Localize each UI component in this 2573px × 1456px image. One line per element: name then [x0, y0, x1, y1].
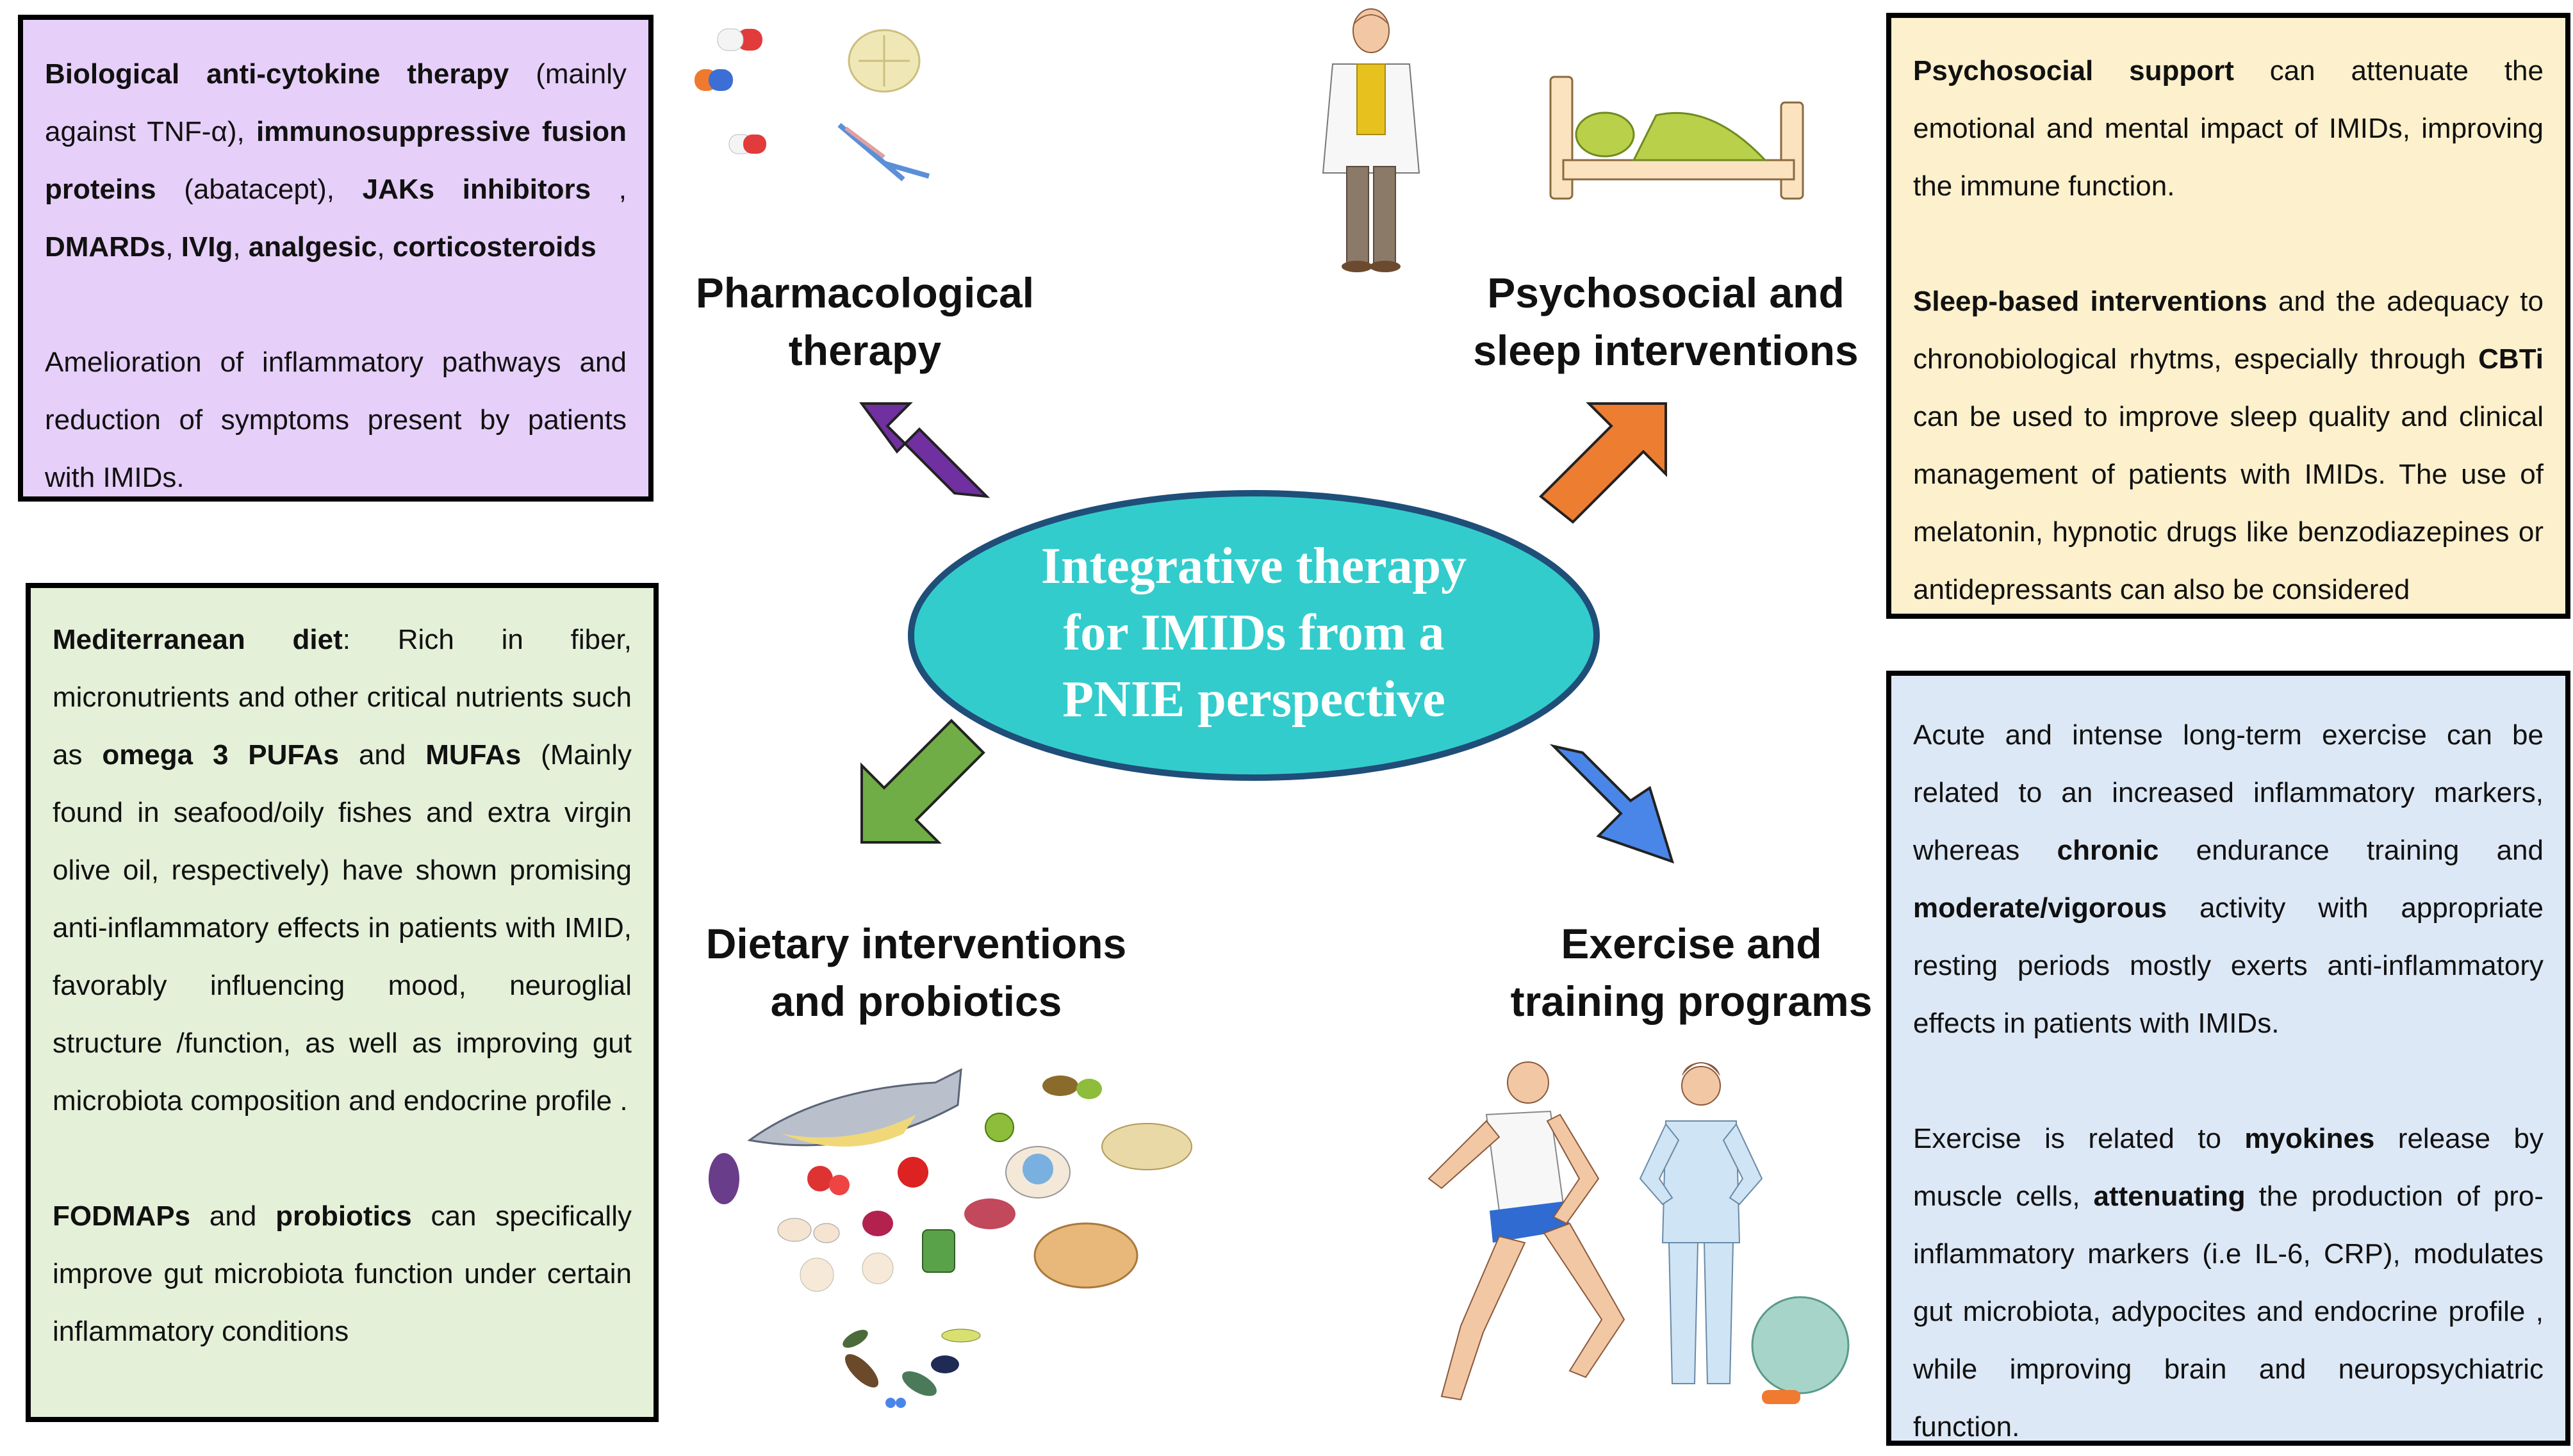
nurse-icon — [1639, 1062, 1763, 1384]
exercise-ball-icon — [1751, 1296, 1850, 1395]
capsule-icon — [695, 69, 733, 91]
mushrooms-icon — [777, 1218, 840, 1243]
pharmacological-therapy-box: Biological anti-cytokine therapy (mainly… — [18, 15, 654, 502]
food-illustration — [709, 1068, 1192, 1408]
center-title: Integrative therapy for IMIDs from a PNI… — [1040, 538, 1467, 728]
nuts-icon — [1101, 1123, 1192, 1170]
capsule-icon — [728, 134, 766, 154]
antibody-icon — [837, 122, 930, 182]
pharma-paragraph-1: Biological anti-cytokine therapy (mainly… — [45, 58, 627, 263]
runner-icon — [1427, 1061, 1625, 1401]
exercise-illustration — [1427, 1061, 1850, 1404]
bed-illustration — [1549, 76, 1804, 200]
psycho-paragraph-2: Sleep-based interventions and the adequa… — [1913, 286, 2544, 605]
dumbbell-icon — [1762, 1390, 1800, 1404]
exercise-paragraph-2: Exercise is related to myokines release … — [1913, 1123, 2544, 1443]
fruits-icon — [807, 1076, 1102, 1195]
psychosocial-sleep-box: Psychosocial support can attenuate the e… — [1886, 13, 2570, 619]
psycho-paragraph-1: Psychosocial support can attenuate the e… — [1913, 55, 2544, 202]
fish-icon — [747, 1068, 962, 1147]
capsule-icon — [717, 28, 762, 51]
coffee-cup-icon — [1005, 1146, 1071, 1198]
chicken-icon — [1033, 1222, 1139, 1289]
exercise-paragraph-1: Acute and intense long-term exercise can… — [1913, 719, 2544, 1039]
doctor-illustration — [1322, 8, 1420, 272]
eggs-icon — [800, 1252, 894, 1292]
probiotics-icon — [843, 1329, 981, 1408]
arrow-to-pharmacological — [859, 402, 991, 498]
exercise-training-box: Acute and intense long-term exercise can… — [1886, 671, 2570, 1446]
pharma-paragraph-2: Amelioration of inflammatory pathways an… — [45, 347, 627, 493]
eggplant-icon — [709, 1153, 739, 1204]
pills-illustration — [695, 28, 930, 182]
diet-paragraph-2: FODMAPs and probiotics can specifically … — [53, 1200, 632, 1347]
jar-icon — [922, 1229, 955, 1273]
dietary-interventions-box: Mediterranean diet: Rich in fiber, micro… — [26, 583, 659, 1422]
diet-paragraph-1: Mediterranean diet: Rich in fiber, micro… — [53, 624, 632, 1117]
tablet-icon — [848, 29, 921, 93]
berries-icon — [862, 1198, 1015, 1236]
center-ellipse — [908, 490, 1600, 781]
